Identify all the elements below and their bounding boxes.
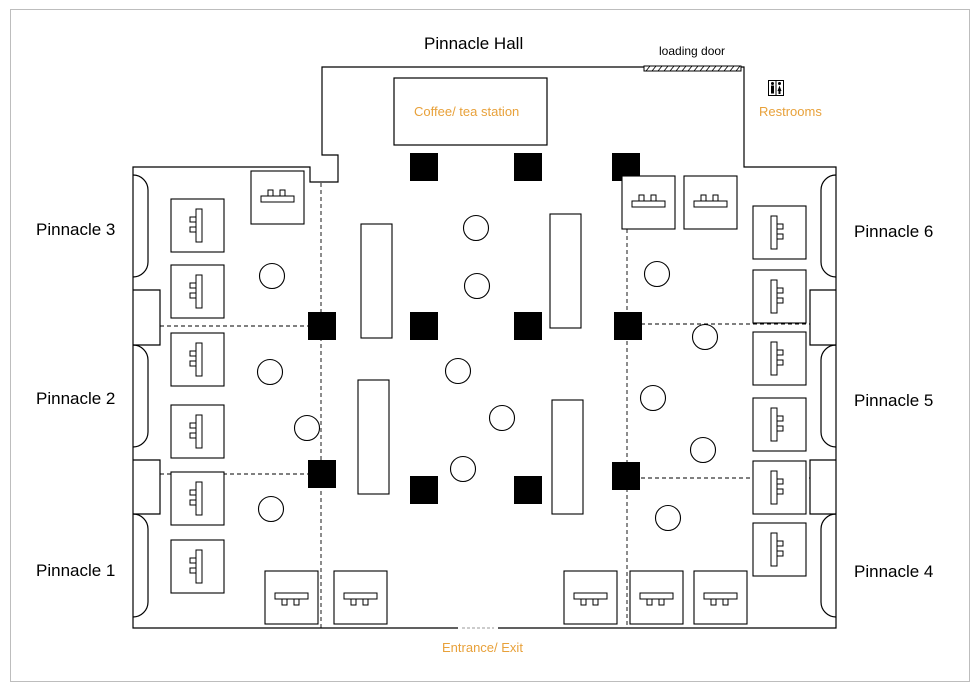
booth: [250, 170, 305, 225]
left-wall-recess: [133, 289, 161, 346]
loading-door-hatch: [643, 65, 742, 72]
round-table: [462, 214, 490, 242]
pillar: [308, 312, 336, 340]
round-table: [444, 357, 472, 385]
pillar: [308, 460, 336, 488]
pillar: [514, 312, 542, 340]
round-table: [463, 272, 491, 300]
coffee-station: [393, 77, 548, 146]
booth: [752, 205, 807, 260]
pillar: [410, 153, 438, 181]
booth: [752, 331, 807, 386]
restroom-icon: [768, 80, 784, 96]
pillar: [614, 312, 642, 340]
pillar: [410, 476, 438, 504]
round-table: [639, 384, 667, 412]
outer-wall: [132, 66, 837, 629]
right-wall-recess: [809, 289, 836, 346]
room-label-pinnacle-4: Pinnacle 4: [854, 562, 934, 581]
long-table: [549, 213, 582, 329]
round-table: [293, 414, 321, 442]
pillar: [514, 153, 542, 181]
booth: [752, 397, 807, 452]
hall-title: Pinnacle Hall: [424, 34, 524, 53]
right-wall-recess: [809, 459, 836, 515]
room-label-pinnacle-6: Pinnacle 6: [854, 222, 934, 241]
round-table: [691, 323, 719, 351]
entrance-label: Entrance/ Exit: [442, 640, 523, 655]
long-table: [360, 223, 393, 339]
booth: [752, 460, 807, 515]
round-table: [257, 495, 285, 523]
booth: [752, 269, 807, 324]
room-label-pinnacle-1: Pinnacle 1: [36, 561, 116, 580]
room-label-pinnacle-5: Pinnacle 5: [854, 391, 934, 410]
diagram-frame: [10, 9, 970, 682]
room-label-pinnacle-3: Pinnacle 3: [36, 220, 116, 239]
pillar: [514, 476, 542, 504]
booth-group-left: [170, 198, 225, 594]
round-table: [488, 404, 516, 432]
long-table: [551, 399, 584, 515]
left-wall-recess: [133, 459, 161, 515]
pillar: [410, 312, 438, 340]
round-table: [258, 262, 286, 290]
round-table: [689, 436, 717, 464]
pillar: [612, 462, 640, 490]
round-table: [256, 358, 284, 386]
room-label-pinnacle-2: Pinnacle 2: [36, 389, 116, 408]
booth: [752, 522, 807, 577]
restrooms-label: Restrooms: [759, 104, 822, 119]
loading-door-label: loading door: [659, 44, 726, 58]
round-table: [654, 504, 682, 532]
coffee-station-label: Coffee/ tea station: [414, 104, 520, 119]
round-table: [449, 455, 477, 483]
round-table: [643, 260, 671, 288]
long-table: [357, 379, 390, 495]
